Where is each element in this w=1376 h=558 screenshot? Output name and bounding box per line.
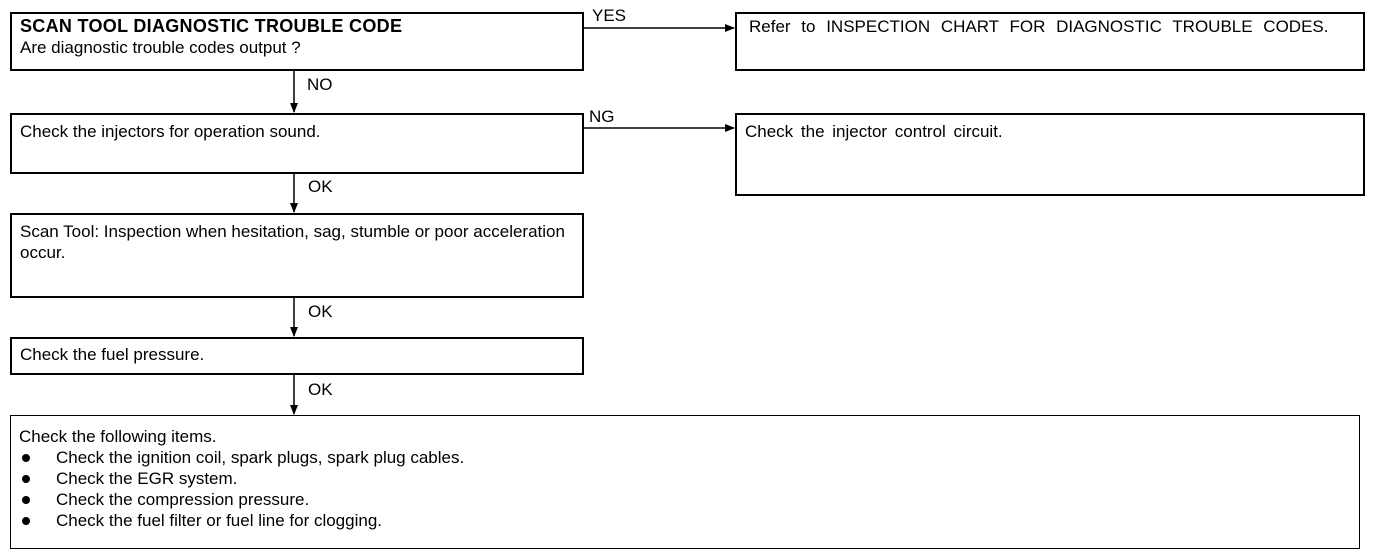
check-items-list: Check the ignition coil, spark plugs, sp… xyxy=(19,447,1351,531)
yes-action-text: Refer to INSPECTION CHART FOR DIAGNOSTIC… xyxy=(749,17,1329,36)
fuel-pressure-text: Check the fuel pressure. xyxy=(20,345,205,364)
check-item: Check the fuel filter or fuel line for c… xyxy=(19,510,1351,531)
dtc-question-box: SCAN TOOL DIAGNOSTIC TROUBLE CODE Are di… xyxy=(10,12,584,71)
no-label: NO xyxy=(307,75,333,94)
ng-action-box: Check the injector control circuit. xyxy=(735,113,1365,196)
ok-label-2: OK xyxy=(308,302,333,321)
bullet-icon xyxy=(22,517,30,525)
scan-tool-box: Scan Tool: Inspection when hesitation, s… xyxy=(10,213,584,298)
ng-action-text: Check the injector control circuit. xyxy=(745,122,1003,141)
check-item: Check the ignition coil, spark plugs, sp… xyxy=(19,447,1351,468)
check-item: Check the compression pressure. xyxy=(19,489,1351,510)
yes-action-box: Refer to INSPECTION CHART FOR DIAGNOSTIC… xyxy=(735,12,1365,71)
check-item: Check the EGR system. xyxy=(19,468,1351,489)
bullet-icon xyxy=(22,496,30,504)
yes-label: YES xyxy=(592,6,627,25)
injector-sound-text: Check the injectors for operation sound. xyxy=(20,122,321,141)
fuel-pressure-box: Check the fuel pressure. xyxy=(10,337,584,375)
ok-label-1: OK xyxy=(308,177,333,196)
injector-sound-box: Check the injectors for operation sound. xyxy=(10,113,584,174)
dtc-question: Are diagnostic trouble codes output ? xyxy=(20,38,301,57)
bullet-icon xyxy=(22,454,30,462)
ok-label-3: OK xyxy=(308,380,333,399)
dtc-title: SCAN TOOL DIAGNOSTIC TROUBLE CODE xyxy=(20,16,403,36)
check-items-box: Check the following items. Check the ign… xyxy=(10,415,1360,549)
bullet-icon xyxy=(22,475,30,483)
scan-tool-text: Scan Tool: Inspection when hesitation, s… xyxy=(20,222,565,262)
check-items-heading: Check the following items. xyxy=(19,427,217,446)
ng-label: NG xyxy=(589,107,615,126)
